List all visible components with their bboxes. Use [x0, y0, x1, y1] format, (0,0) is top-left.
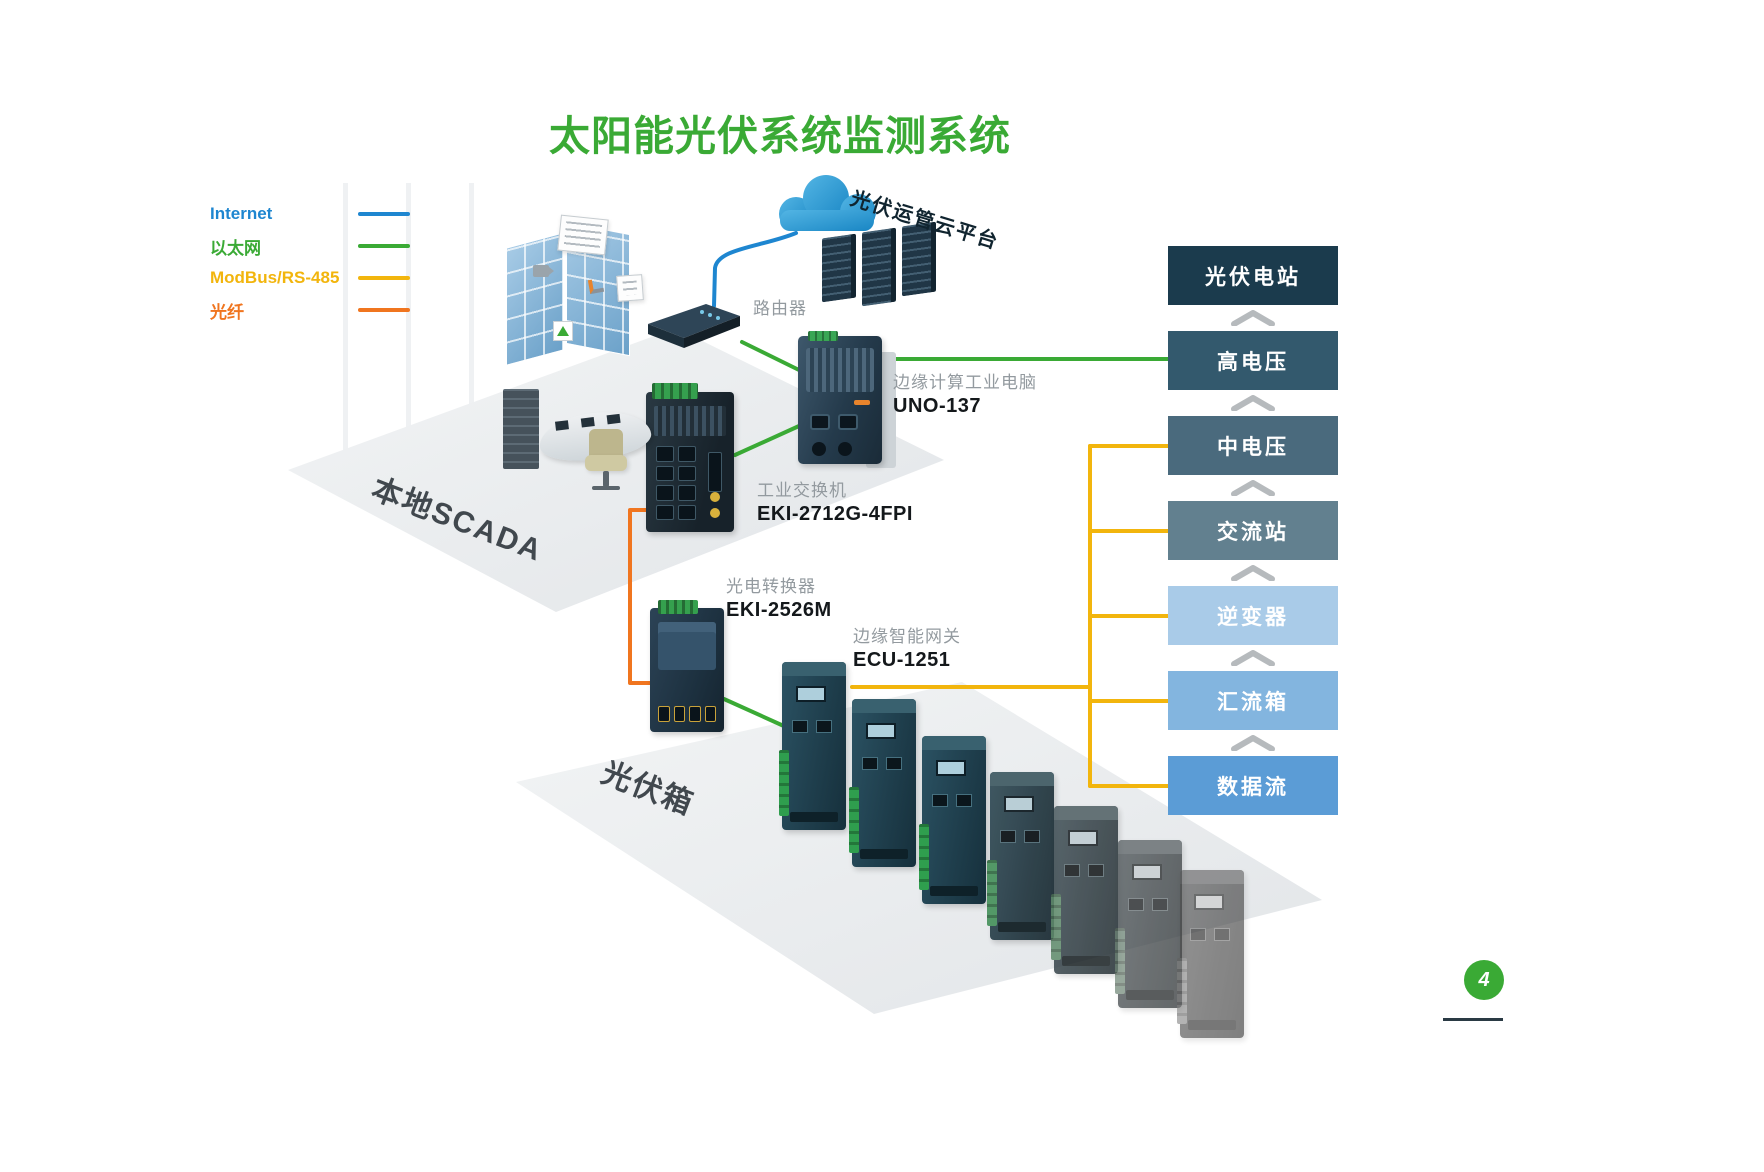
chevron-up-icon: [1168, 390, 1338, 416]
gateway-device-6: [1115, 840, 1182, 1008]
operator-chair-icon: [603, 471, 609, 487]
terminal-block-icon: [658, 600, 698, 614]
switch-description: 工业交换机: [757, 481, 847, 500]
stage-pv-plant: 光伏电站: [1168, 246, 1338, 305]
stage-inverter: 逆变器: [1168, 586, 1338, 645]
gateway-device-1: [779, 662, 846, 830]
voltage-stack: 光伏电站 高电压 中电压 交流站 逆变器 汇流箱 数据流: [1168, 246, 1338, 815]
chevron-up-icon: [1168, 560, 1338, 586]
camera-icon: [533, 265, 554, 277]
gateway-device-2: [849, 699, 916, 867]
gateway-label: 边缘智能网关 ECU-1251: [853, 622, 961, 672]
footer-line: [1443, 1018, 1503, 1021]
ports-row-icon: [658, 706, 716, 722]
background-column: [343, 183, 348, 465]
legend-label: 光纤: [210, 302, 244, 322]
chevron-up-icon: [1168, 645, 1338, 671]
cloud-icon: [779, 175, 876, 231]
operator-chair-icon: [592, 486, 620, 490]
uno-device: [798, 331, 882, 464]
front-panel-icon: [658, 622, 716, 670]
uno-description: 边缘计算工业电脑: [893, 373, 1037, 392]
heatsink-fins-icon: [806, 348, 874, 392]
operator-chair-icon: [585, 455, 627, 471]
marker-icon: [553, 321, 573, 341]
legend-label: Internet: [210, 204, 273, 223]
legend-item-internet: Internet: [210, 198, 410, 230]
legend-line-swatch: [358, 276, 410, 280]
background-column: [469, 183, 474, 465]
stage-high-voltage: 高电压: [1168, 331, 1338, 390]
screen-wall-icon: [507, 233, 563, 365]
gateway-model: ECU-1251: [853, 649, 951, 671]
switch-label: 工业交换机 EKI-2712G-4FPI: [757, 476, 913, 526]
legend-item-fiber: 光纤: [210, 294, 410, 326]
server-cabinet-icon: [503, 389, 539, 469]
legend-item-ethernet: 以太网: [210, 230, 410, 262]
document-icon: [616, 274, 644, 302]
legend-line-swatch: [358, 244, 410, 248]
chevron-up-icon: [1168, 475, 1338, 501]
background-column: [406, 183, 411, 465]
gateway-device-4: [987, 772, 1054, 940]
router-label: 路由器: [753, 294, 807, 321]
legend-label: 以太网: [210, 238, 261, 258]
stage-data-flow: 数据流: [1168, 756, 1338, 815]
led-strip-icon: [854, 400, 870, 405]
converter-model: EKI-2526M: [726, 599, 832, 621]
pv-area-label: 光伏箱: [596, 756, 699, 822]
router-name: 路由器: [753, 299, 807, 318]
control-room-illustration: [493, 213, 668, 503]
port-icon: [810, 414, 830, 430]
stage-ac-station: 交流站: [1168, 501, 1338, 560]
gateway-device-3: [919, 736, 986, 904]
converter-label: 光电转换器 EKI-2526M: [726, 572, 832, 622]
gateway-description: 边缘智能网关: [853, 627, 961, 646]
document-icon: [557, 214, 609, 256]
fiber-connection-line: [628, 508, 652, 685]
uno-model: UNO-137: [893, 395, 981, 417]
stage-combiner-box: 汇流箱: [1168, 671, 1338, 730]
converter-description: 光电转换器: [726, 577, 816, 596]
legend-item-modbus: ModBus/RS-485: [210, 262, 410, 294]
port-icon: [838, 414, 858, 430]
stage-medium-voltage: 中电压: [1168, 416, 1338, 475]
legend-line-swatch: [358, 212, 410, 216]
gateway-device-5: [1051, 806, 1118, 974]
legend-line-swatch: [358, 308, 410, 312]
chevron-up-icon: [1168, 730, 1338, 756]
sfp-port-icon: [708, 452, 722, 492]
gateway-device-7: [1177, 870, 1244, 1038]
converter-device: [650, 600, 724, 732]
server-tower: [822, 233, 856, 303]
page-number-badge: 4: [1464, 960, 1504, 1000]
uno-label: 边缘计算工业电脑 UNO-137: [893, 368, 1037, 418]
chevron-up-icon: [1168, 305, 1338, 331]
page-title: 太阳能光伏系统监测系统: [549, 113, 1011, 159]
terminal-block-icon: [808, 331, 838, 341]
robot-arm-icon: [587, 277, 605, 295]
legend-label: ModBus/RS-485: [210, 268, 340, 287]
switch-model: EKI-2712G-4FPI: [757, 503, 913, 525]
legend: Internet 以太网 ModBus/RS-485 光纤: [210, 198, 410, 326]
